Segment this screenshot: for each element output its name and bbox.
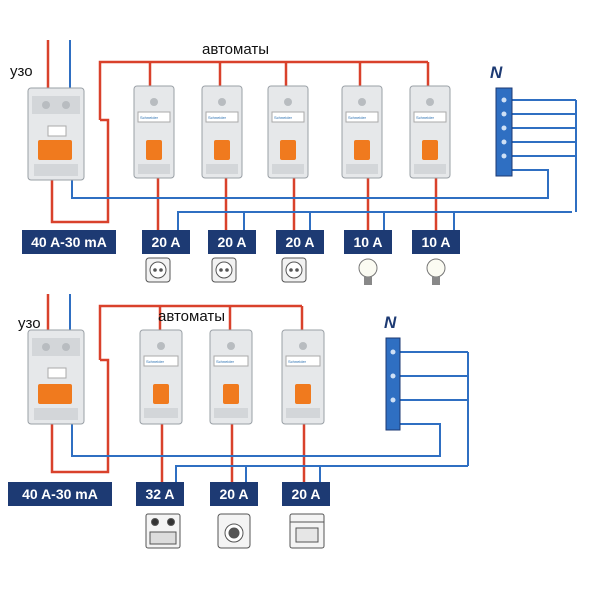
breakers-label: автоматы [158,308,225,325]
socket-icon [281,257,307,283]
neutral-bus-top [495,87,513,177]
washing-machine-icon [217,513,251,549]
breaker-device: Schneider [201,85,243,179]
light-bulb-icon [426,258,446,285]
neutral-bus-bottom [385,337,401,431]
light-bulb-icon [358,258,378,285]
breakers-label: автоматы [202,41,269,58]
svg-text:Schneider: Schneider [146,359,165,364]
breaker-rating-box: 32 A [136,482,184,506]
svg-text:Schneider: Schneider [274,115,293,120]
svg-text:Schneider: Schneider [288,359,307,364]
neutral-bus-label: N [384,313,397,332]
breaker-rating: 20 A [151,234,180,250]
phase-wiring-bottom [46,294,306,482]
breakers-top: Schneider Schneider Schneider [133,85,451,179]
breaker-rating: 20 A [291,486,320,502]
breaker-rating-box: 10 A [412,230,460,254]
breaker-rating-box: 20 A [142,230,190,254]
rcd-rating-box: 40 A-30 mA [8,482,112,506]
panel-top: Schneider Schneider Schneider [10,40,577,285]
breaker-device: Schneider [209,329,253,425]
breakers-bottom: Schneider Schneider Schneider [139,329,325,425]
breaker-device: Schneider [341,85,383,179]
breaker-rating-box: 20 A [282,482,330,506]
phase-wiring-top [46,40,438,230]
neutral-bus-label: N [490,63,503,82]
svg-text:Schneider: Schneider [416,115,435,120]
breaker-device: Schneider [139,329,183,425]
rcd-label: узо [18,315,41,332]
breaker-rating-box: 20 A [276,230,324,254]
svg-text:Schneider: Schneider [216,359,235,364]
socket-icon [211,257,237,283]
breaker-device: Schneider [409,85,451,179]
panel-bottom: Schneider Schneider Schneider [8,294,469,549]
electric-stove-icon [145,513,181,549]
breaker-rating-box: 20 A [210,482,258,506]
breaker-rating: 20 A [285,234,314,250]
dishwasher-icon [289,513,325,549]
breaker-device: Schneider [281,329,325,425]
rcd-rating-box: 40 A-30 mA [22,230,116,254]
rcd-rating: 40 A-30 mA [22,486,98,502]
svg-text:Schneider: Schneider [348,115,367,120]
svg-text:Schneider: Schneider [140,115,159,120]
socket-icon [145,257,171,283]
breaker-rating: 32 A [145,486,174,502]
neutral-wiring-top [69,40,577,230]
svg-text:Schneider: Schneider [208,115,227,120]
rcd-device-bottom [27,329,85,425]
breaker-device: Schneider [133,85,175,179]
breaker-device: Schneider [267,85,309,179]
breaker-rating: 20 A [217,234,246,250]
rcd-device-top [27,87,85,181]
rcd-rating: 40 A-30 mA [31,234,107,250]
rcd-label: узо [10,63,33,80]
breaker-rating: 10 A [421,234,450,250]
breaker-rating-box: 10 A [344,230,392,254]
breaker-rating: 10 A [353,234,382,250]
breaker-rating-box: 20 A [208,230,256,254]
neutral-wiring-bottom [69,294,469,482]
breaker-rating: 20 A [219,486,248,502]
